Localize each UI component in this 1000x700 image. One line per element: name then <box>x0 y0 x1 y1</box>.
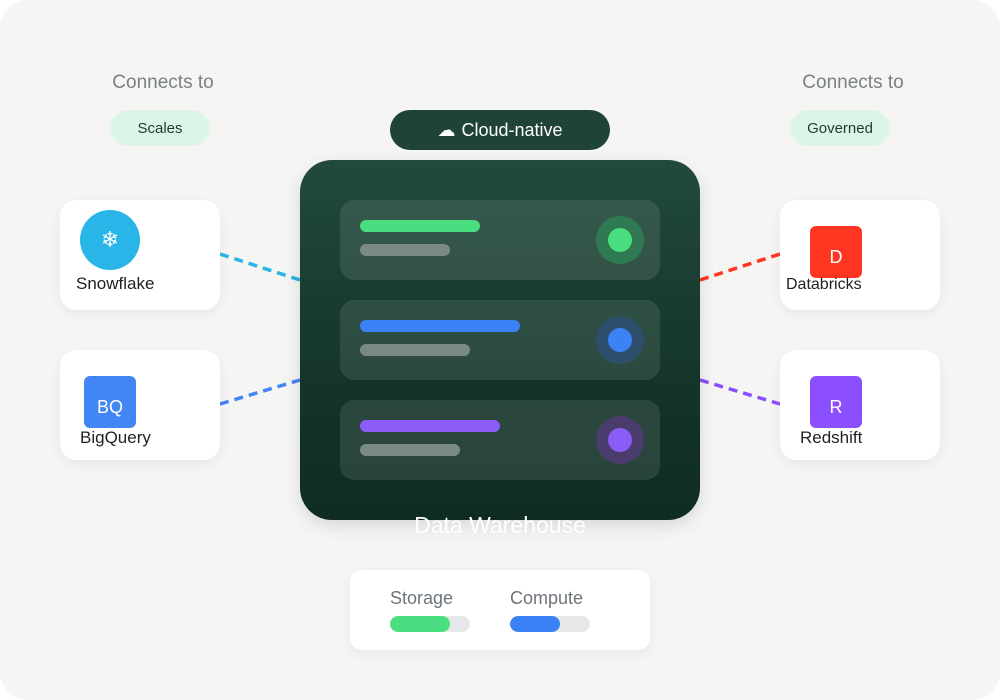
row-accent-bar <box>360 420 500 432</box>
row-secondary-bar <box>360 444 460 456</box>
row-accent-bar <box>360 320 520 332</box>
compute-progress-track <box>510 616 590 632</box>
cloud-icon: ☁ <box>437 119 456 140</box>
row-accent-bar <box>360 220 480 232</box>
redshift-label: Redshift <box>800 428 863 447</box>
row-status-dot <box>608 428 632 452</box>
snowflake-card[interactable]: ❄ Snowflake <box>60 200 220 310</box>
row-secondary-bar <box>360 244 450 256</box>
cloud-native-badge: ☁ Cloud-native <box>390 110 610 150</box>
snowflake-icon: ❄ <box>80 210 140 270</box>
bigquery-card[interactable]: BQ BigQuery <box>60 350 220 460</box>
right-connects-label: Connects to <box>802 72 904 93</box>
data-warehouse-label: Data Warehouse <box>414 512 586 538</box>
snowflake-label: Snowflake <box>76 274 155 293</box>
databricks-label: Databricks <box>786 276 862 293</box>
warehouse-row <box>340 200 660 280</box>
databricks-icon: D <box>810 226 862 278</box>
row-secondary-bar <box>360 344 470 356</box>
redshift-icon: R <box>810 376 862 428</box>
row-status-dot <box>608 228 632 252</box>
bigquery-label: BigQuery <box>80 428 151 447</box>
scales-pill: Scales <box>110 110 210 146</box>
connector-bigquery <box>219 378 301 406</box>
left-connects-label: Connects to <box>112 72 214 93</box>
bigquery-icon: BQ <box>84 376 136 428</box>
warehouse-row <box>340 300 660 380</box>
redshift-card[interactable]: R Redshift <box>780 350 940 460</box>
storage-progress-fill <box>390 616 450 632</box>
databricks-card[interactable]: D Databricks <box>780 200 940 310</box>
resource-stats-card: Storage Compute <box>350 570 650 650</box>
connector-snowflake <box>219 252 301 282</box>
storage-progress-track <box>390 616 470 632</box>
row-status-dot <box>608 328 632 352</box>
cloud-native-label: Cloud-native <box>461 119 563 140</box>
data-warehouse-block <box>300 160 700 520</box>
connector-redshift <box>699 378 781 406</box>
warehouse-row <box>340 400 660 480</box>
compute-progress-fill <box>510 616 560 632</box>
storage-label: Storage <box>390 588 454 608</box>
governed-pill: Governed <box>790 110 890 146</box>
connector-databricks <box>699 252 781 282</box>
compute-label: Compute <box>510 588 584 608</box>
